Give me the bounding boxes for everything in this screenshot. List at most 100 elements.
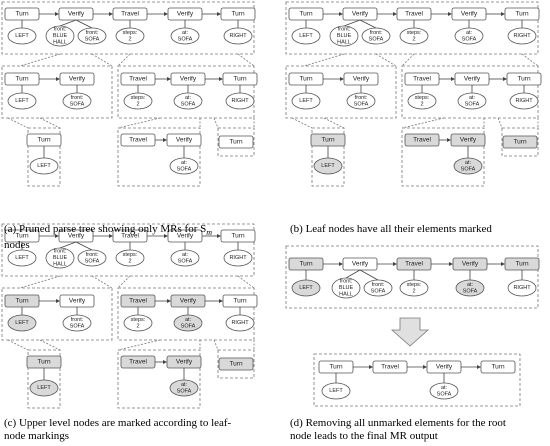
midleft-leaf-1-0-oval	[62, 92, 92, 110]
midleft-node-1-label: Verify	[69, 298, 86, 305]
root-node-1-label: Verify	[352, 11, 369, 18]
botmid-node-1-label: Verify	[176, 137, 193, 144]
root-leaf-3-0-label: SOFA	[178, 258, 193, 264]
conn-root-midleft-2	[375, 53, 397, 67]
root-leaf-2-0-label: 2	[128, 258, 131, 264]
midleft-leaf-1-0-label: front:	[71, 317, 84, 323]
botleft-leaf-0-0-oval	[29, 157, 59, 175]
root-leaf-1-0-label: front:	[54, 27, 67, 33]
midright-link-2-head	[219, 77, 223, 81]
midleft-leaf-1-0-label: SOFA	[354, 101, 369, 107]
botleft-node-0-label: Turn	[37, 359, 51, 366]
root-leaf-2-0-label: steps:	[407, 30, 422, 36]
root-leaf-1-0-label: BLUE	[53, 33, 68, 39]
caption-a: (a) Pruned parse tree showing only MRs f…	[4, 223, 213, 252]
d-root-leaf-3-0-oval	[455, 279, 485, 297]
d-root-node-1-label: Verify	[352, 261, 369, 268]
midright-leaf-1-0-label: SOFA	[465, 101, 480, 107]
botmid-leaf-1-0-oval	[453, 157, 483, 175]
d-root-link-3-head	[449, 262, 453, 266]
mid-left-frame	[285, 65, 397, 119]
d-root-leaf-4-0-oval	[507, 279, 537, 297]
d-root-leaf-2-0-oval	[399, 279, 429, 297]
midright-leaf-2-0-label: RIGHT	[231, 98, 249, 104]
botmid-leaf-1-0-label: SOFA	[461, 166, 476, 172]
root-leaf-2-0-label: steps:	[123, 252, 138, 258]
root-leaf-1-0-oval	[329, 25, 359, 47]
conn-bl-1	[7, 339, 29, 351]
root-leaf-1-1-label: SOFA	[369, 36, 384, 42]
conn-bl-1	[291, 117, 313, 129]
midright-node-0-label: Travel	[129, 76, 147, 83]
midright-leaf-1-0-label: at:	[469, 95, 476, 101]
midleft-leaf-1-0-label: front:	[71, 95, 84, 101]
botleft-leaf-0-0-oval	[313, 157, 343, 175]
mid-right-frame	[117, 65, 255, 119]
mid-left-frame	[1, 65, 113, 119]
midright-leaf-1-0-label: SOFA	[181, 101, 196, 107]
botmid-leaf-1-0-label: SOFA	[177, 388, 192, 394]
root-link-2-head	[109, 234, 113, 238]
root-leaf-2-0-label: steps:	[123, 30, 138, 36]
botright-node-box	[218, 357, 254, 371]
midright-leaf-1-0-label: at:	[185, 317, 192, 323]
d-final-leaf-0-0-label: LEFT	[329, 388, 343, 394]
d-root-link-1-head	[339, 262, 343, 266]
root-leaf-3-0-label: at:	[466, 30, 473, 36]
d-root-link-2-head	[393, 262, 397, 266]
d-root-leaf-2-0-label: steps:	[407, 282, 422, 288]
root-link-3-head	[164, 12, 168, 16]
root-leaf-1-1-label: SOFA	[85, 36, 100, 42]
midright-leaf-0-0-oval	[123, 92, 153, 110]
conn-root-midleft	[303, 53, 345, 67]
root-leaf-2-0-oval	[115, 249, 145, 267]
midright-link-2-head	[219, 299, 223, 303]
bottom-mid-frame	[401, 127, 485, 187]
botmid-node-0-label: Travel	[129, 359, 147, 366]
root-frame	[1, 223, 255, 277]
d-root-node-3-label: Verify	[462, 261, 479, 268]
midleft-node-0-label: Turn	[15, 298, 29, 305]
conn-bm-1	[117, 117, 161, 129]
midright-leaf-0-0-label: 2	[420, 101, 423, 107]
botleft-leaf-0-0-label: LEFT	[37, 163, 51, 169]
d-root-link-4-head	[501, 262, 505, 266]
d-root-leaf-1-0-label: front:	[340, 279, 353, 285]
midright-node-2-label: Turn	[233, 76, 247, 83]
root-node-0-label: Turn	[15, 233, 29, 240]
midright-leaf-2-0-label: RIGHT	[515, 98, 533, 104]
conn-root-midleft-2	[91, 275, 113, 289]
midright-node-2-label: Turn	[517, 76, 531, 83]
root-node-4-label: Turn	[231, 11, 245, 18]
midleft-leaf-1-0-label: SOFA	[70, 323, 85, 329]
root-edge-1-1	[75, 241, 93, 251]
botleft-node-0-label: Turn	[37, 137, 51, 144]
botmid-node-0-label: Travel	[129, 137, 147, 144]
conn-root-midleft	[19, 275, 61, 289]
root-leaf-1-0-label: BLUE	[53, 255, 68, 261]
midleft-leaf-0-0-oval	[7, 92, 37, 110]
mid-right-frame	[401, 65, 539, 119]
conn-br-1	[213, 117, 219, 129]
midleft-link-1-head	[56, 299, 60, 303]
down-arrow-icon	[390, 317, 430, 347]
conn-root-midleft	[19, 53, 61, 67]
root-leaf-2-0-label: 2	[412, 36, 415, 42]
botright-node-label: Turn	[513, 139, 527, 146]
root-leaf-3-0-oval	[170, 27, 200, 45]
midright-node-0-label: Travel	[129, 298, 147, 305]
midright-link-2-head	[503, 77, 507, 81]
d-root-leaf-1-0-oval	[331, 277, 361, 299]
d-root-leaf-2-0-label: 2	[412, 288, 415, 294]
root-leaf-1-0-label: HALL	[53, 262, 67, 268]
d-final-link-3-head	[477, 365, 481, 369]
midright-leaf-0-0-label: steps:	[131, 317, 146, 323]
midright-node-0-label: Travel	[413, 76, 431, 83]
midleft-leaf-1-0-oval	[62, 314, 92, 332]
root-link-1-head	[339, 12, 343, 16]
conn-root-midright	[117, 53, 131, 67]
root-node-2-label: Travel	[121, 233, 139, 240]
root-leaf-1-0-label: HALL	[53, 40, 67, 46]
root-leaf-3-0-label: SOFA	[462, 36, 477, 42]
